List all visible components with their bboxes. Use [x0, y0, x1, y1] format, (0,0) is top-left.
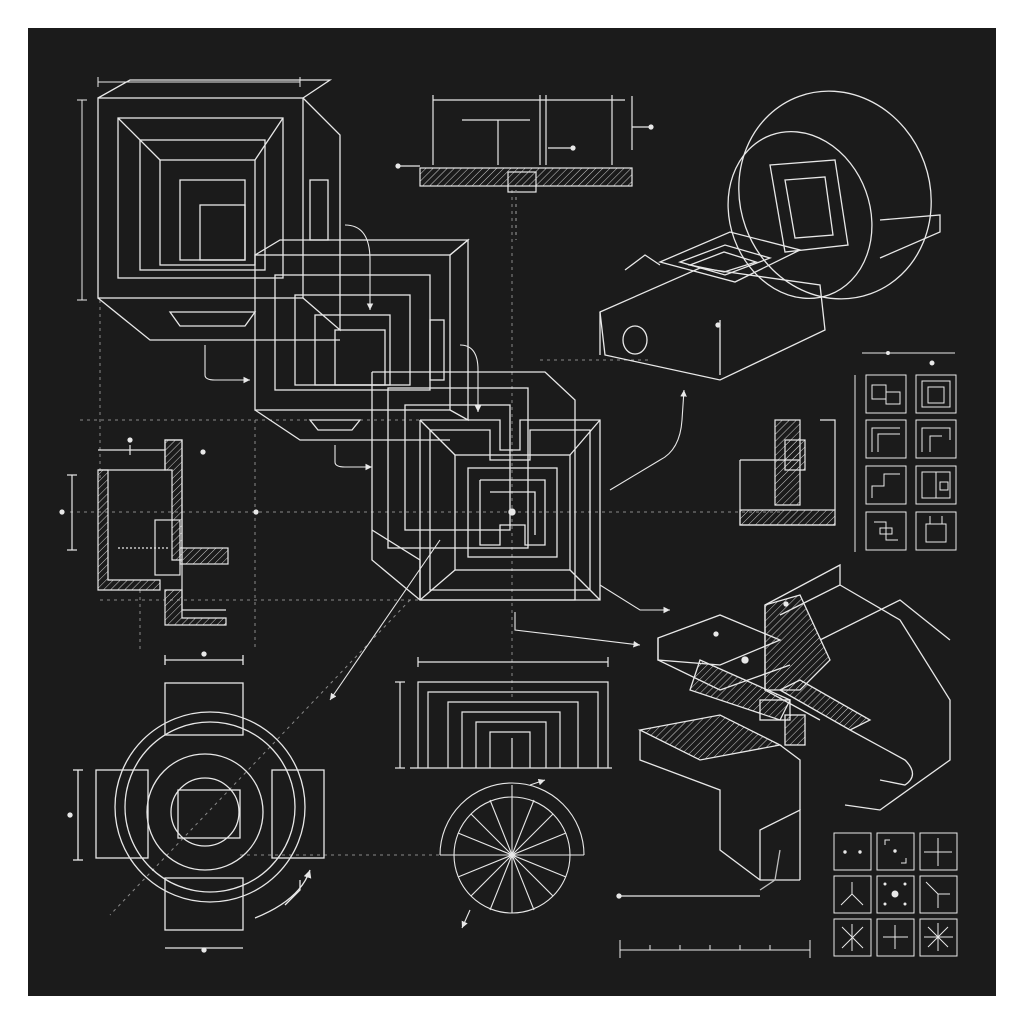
nested-square-icon — [915, 374, 957, 414]
icon-grid-right — [854, 351, 957, 552]
star-burst-icon — [919, 918, 958, 957]
arrow-box2-to-box3 — [459, 344, 482, 412]
double-arrow-icon — [876, 918, 915, 957]
dot-pair-icon — [833, 832, 872, 871]
arrow-box1-down — [204, 345, 250, 384]
split-square-icon — [915, 465, 957, 505]
mechanical-bracket — [616, 563, 951, 899]
cross-icon — [919, 832, 958, 871]
isometric-box-middle — [254, 238, 470, 441]
flow-arrows — [204, 224, 687, 701]
radial-diagram — [439, 778, 585, 929]
corner-arrow-icon — [919, 875, 958, 914]
top-left-dimensions — [77, 77, 301, 301]
arrow-to-cylinder — [609, 389, 687, 491]
arrow-to-cross-plan — [329, 539, 441, 701]
icon-grid-bottom-right — [833, 832, 958, 957]
target-dot-icon — [876, 875, 915, 914]
arrow-to-bracket — [599, 584, 670, 614]
step-square-icon — [915, 419, 957, 459]
diagonal-guide — [109, 599, 411, 916]
nested-l-icon — [865, 419, 907, 459]
isometric-box-top-left — [97, 79, 341, 341]
stair-icon — [865, 465, 907, 505]
corner-bracket-icon — [876, 832, 915, 871]
arrow-center-down — [514, 612, 641, 648]
isometric-box-center — [371, 371, 601, 601]
elevation-view — [395, 657, 612, 769]
left-section-detail — [59, 437, 259, 626]
tri-arrow-icon — [833, 875, 872, 914]
pin-square-icon — [915, 511, 957, 551]
arrow-box2-down — [334, 445, 372, 471]
asterisk-icon — [833, 918, 872, 957]
right-section-detail — [739, 419, 836, 526]
bottom-ruler — [619, 940, 811, 958]
plug-slot-icon — [865, 511, 907, 551]
section-view-top — [395, 95, 654, 240]
arrow-box1-to-box2 — [344, 224, 374, 310]
cylinder-connector — [599, 90, 941, 381]
two-rect-icon — [865, 374, 907, 414]
cross-plan-view — [67, 651, 325, 953]
